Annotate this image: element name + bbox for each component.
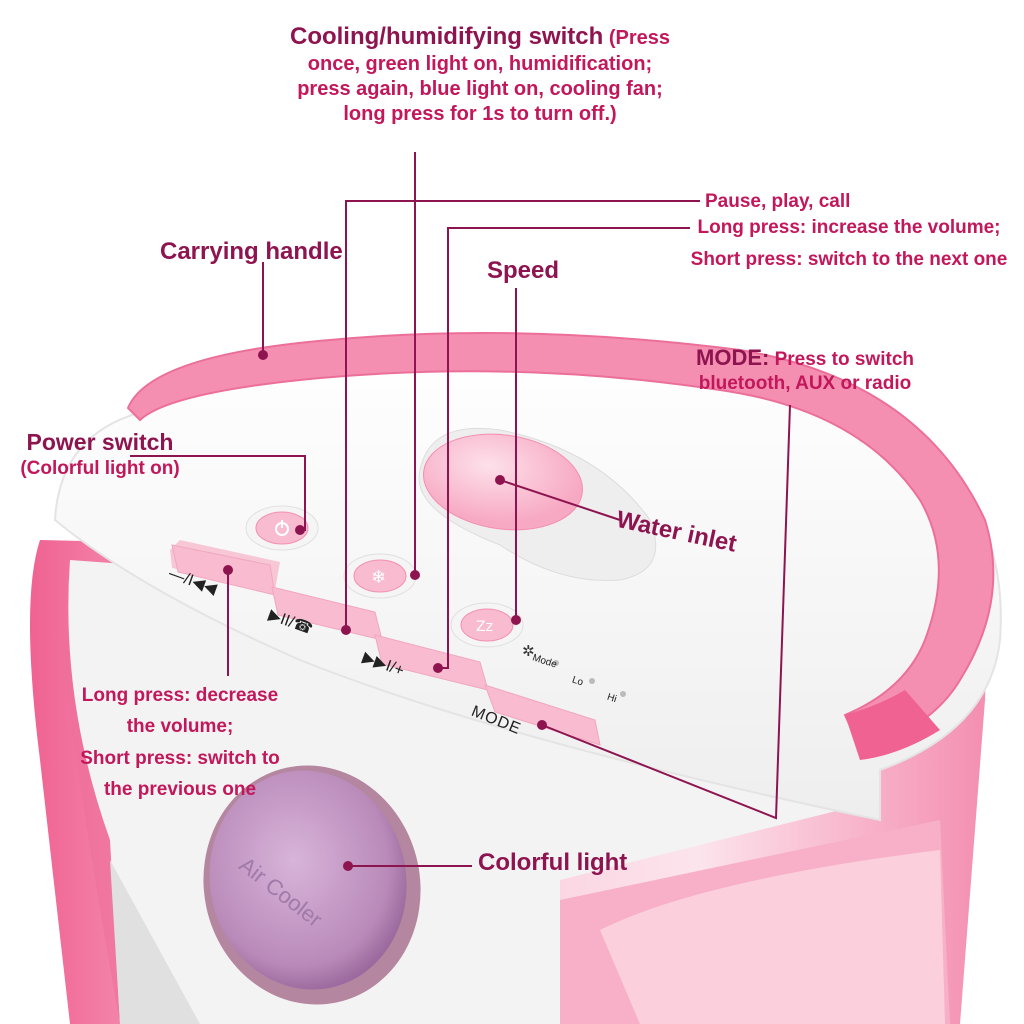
cooling-desc-3: press again, blue light on, cooling fan; xyxy=(297,78,663,100)
colorful-light xyxy=(203,765,421,1005)
prev-desc-3: Short press: switch to xyxy=(80,747,280,769)
next-desc-1: Long press: increase the volume; xyxy=(697,217,1001,238)
cooling-button[interactable]: ❄ xyxy=(343,553,417,599)
power-title: Power switch xyxy=(26,429,174,455)
mode-button[interactable] xyxy=(484,684,601,746)
fan-icon: ✲ xyxy=(522,642,535,660)
cooling-desc-1: (Press xyxy=(608,27,671,49)
speed-icon: Zz xyxy=(476,619,493,635)
mode-title: MODE: xyxy=(696,345,770,370)
speed-button[interactable]: Zz xyxy=(450,602,524,648)
handle-label: Carrying handle xyxy=(160,238,343,265)
power-desc: (Colorful light on) xyxy=(20,457,180,479)
colorful-light-label: Colorful light xyxy=(478,849,628,876)
mode-desc-1: Press to switch xyxy=(774,349,914,370)
pause-label: Pause, play, call xyxy=(705,191,851,212)
prev-label: Long press: decrease the volume; Short p… xyxy=(70,680,290,805)
cooling-desc-2: once, green light on, humidification; xyxy=(307,53,653,75)
button-row xyxy=(170,540,601,746)
next-desc-2: Short press: switch to the next one xyxy=(690,248,1008,270)
power-label: Power switch (Colorful light on) xyxy=(10,428,190,481)
power-button[interactable] xyxy=(245,505,319,551)
prev-desc-2: the volume; xyxy=(126,716,234,738)
prev-desc-4: the previous one xyxy=(103,779,257,801)
next-label: Long press: increase the volume; Short p… xyxy=(684,216,1014,272)
mode-desc-2: bluetooth, AUX or radio xyxy=(698,372,912,394)
cooling-switch-label: Cooling/humidifying switch (Press once, … xyxy=(250,22,710,127)
speed-label: Speed xyxy=(487,257,560,284)
snowflake-icon: ❄ xyxy=(371,567,386,588)
cooling-desc-4: long press for 1s to turn off.) xyxy=(343,103,617,125)
callout-dots xyxy=(223,350,547,871)
prev-desc-1: Long press: decrease xyxy=(81,685,279,706)
mode-label: MODE: Press to switch bluetooth, AUX or … xyxy=(690,344,920,396)
cooling-title: Cooling/humidifying switch xyxy=(289,23,604,50)
power-icon xyxy=(275,520,289,536)
